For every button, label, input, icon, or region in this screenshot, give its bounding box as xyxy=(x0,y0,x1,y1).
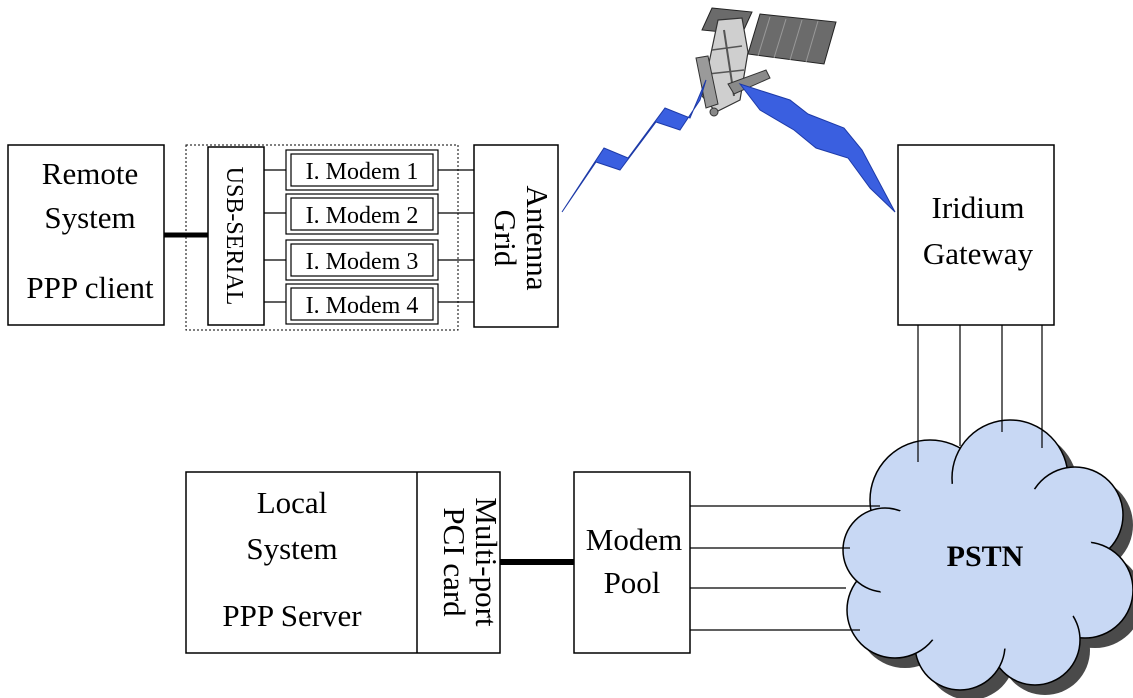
pci-card-label-2: PCI card xyxy=(437,507,472,617)
pstn-cloud: PSTN xyxy=(842,419,1133,698)
gateway-pstn-links xyxy=(917,325,1043,462)
remote-system-label-2: System xyxy=(44,200,135,235)
remote-system-label-1: Remote xyxy=(42,156,138,191)
pool-pstn-links xyxy=(690,505,880,631)
modem-pool-label-2: Pool xyxy=(604,565,661,600)
modem-2-label: I. Modem 2 xyxy=(306,203,419,229)
modem-4: I. Modem 4 xyxy=(285,283,439,325)
antenna-label-2: Grid xyxy=(488,210,523,267)
modem-3: I. Modem 3 xyxy=(285,239,439,281)
usb-serial-label: USB-SERIAL xyxy=(221,167,247,306)
right-radio-link-icon xyxy=(738,83,896,213)
satellite-icon xyxy=(695,7,837,117)
modem-enclosure xyxy=(185,144,459,331)
remote-system-label-3: PPP client xyxy=(26,270,154,305)
modem-4-label: I. Modem 4 xyxy=(306,293,419,319)
antenna-grid-box xyxy=(473,144,559,328)
antenna-label-1: Antenna xyxy=(520,185,555,290)
modem-1: I. Modem 1 xyxy=(285,149,439,191)
local-system-label-2: System xyxy=(246,531,337,566)
modem-pool-box xyxy=(573,471,691,654)
gateway-label-2: Gateway xyxy=(923,236,1034,271)
local-system-label-1: Local xyxy=(257,485,328,520)
modem-2: I. Modem 2 xyxy=(285,193,439,235)
iridium-gateway-box xyxy=(897,144,1055,326)
modem-pool-label-1: Modem xyxy=(586,522,682,557)
local-system-label-3: PPP Server xyxy=(222,598,362,633)
modem-3-label: I. Modem 3 xyxy=(306,249,419,275)
pci-card-label-1: Multi-port xyxy=(469,497,504,627)
pstn-label: PSTN xyxy=(947,540,1024,573)
left-radio-link-icon xyxy=(561,79,707,213)
remote-system-box xyxy=(7,144,165,326)
usb-serial-box xyxy=(207,146,265,326)
modem-1-label: I. Modem 1 xyxy=(306,159,419,185)
local-system-box xyxy=(185,471,501,654)
gateway-label-1: Iridium xyxy=(932,190,1025,225)
